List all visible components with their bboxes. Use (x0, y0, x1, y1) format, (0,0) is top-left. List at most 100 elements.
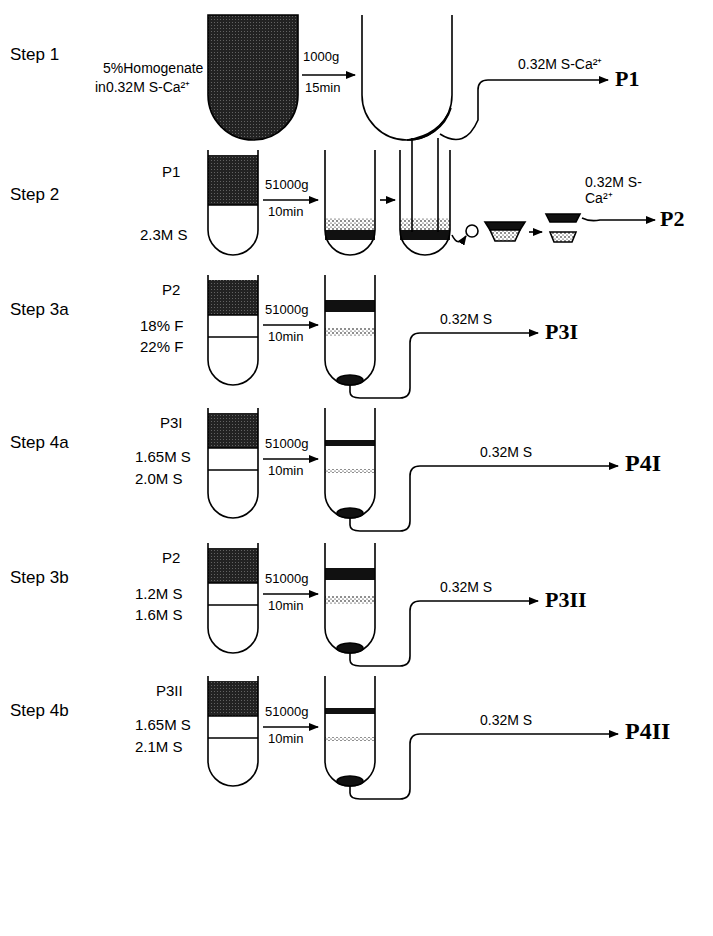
interface (208, 469, 258, 471)
centrifuge-tube (325, 275, 375, 385)
band (325, 469, 375, 473)
band (325, 596, 375, 604)
medium-label: in0.32M S-Ca²⁺ (95, 79, 190, 95)
spin-speed: 51000g (265, 572, 308, 587)
medium-label: 1.2M S (135, 585, 183, 602)
interface (208, 314, 258, 316)
fraction-name: P3I (160, 414, 183, 431)
transfer-line (350, 734, 618, 799)
centrifuge-tube (208, 676, 258, 786)
band (400, 230, 450, 240)
centrifuge-tube (208, 275, 258, 385)
fraction-name: P2 (660, 206, 684, 231)
band-slice (490, 230, 520, 241)
transfer-line (440, 80, 608, 140)
drawing-part (208, 15, 655, 799)
medium-label: 2.0M S (135, 470, 183, 487)
spin-speed: 51000g (265, 303, 308, 318)
medium-label: 2.3M S (140, 226, 188, 243)
medium-label: 1.6M S (135, 606, 183, 623)
centrifuge-arrow (263, 726, 318, 728)
spin-speed: 51000g (265, 178, 308, 193)
centrifuge-tube (208, 408, 258, 518)
spin-speed: 1000g (303, 50, 339, 65)
centrifuge-tube (208, 150, 258, 255)
rotation-symbol (466, 225, 478, 237)
step-label: Step 4a (10, 433, 69, 453)
centrifuge-tube (362, 15, 452, 140)
interface (208, 447, 258, 449)
sample-layer (208, 280, 258, 315)
cutter-blade (411, 138, 413, 232)
spin-time: 10min (268, 205, 303, 220)
centrifuge-tube (325, 543, 375, 653)
band (325, 708, 375, 714)
fraction-name: P3II (545, 587, 587, 612)
spin-time: 10min (268, 732, 303, 747)
centrifuge-tube (325, 676, 375, 786)
fraction-name: P1 (615, 66, 639, 91)
band-slice (550, 232, 576, 242)
band (400, 218, 450, 230)
step-arrow (380, 199, 395, 201)
pellet (407, 108, 451, 140)
spin-time: 15min (305, 81, 340, 96)
transfer-line (350, 601, 538, 666)
fraction-name: P4II (625, 718, 670, 746)
interface (208, 715, 258, 717)
transfer-line (350, 466, 618, 531)
medium-label: 1.65M S (135, 448, 191, 465)
spin-speed: 51000g (265, 705, 308, 720)
centrifuge-arrow (263, 593, 318, 595)
step-label: Step 1 (10, 45, 59, 65)
band (325, 737, 375, 741)
medium-label: 1.65M S (135, 716, 191, 733)
centrifuge-arrow (263, 324, 318, 326)
centrifuge-tube (325, 150, 375, 255)
transfer-line (350, 333, 538, 398)
interface (208, 336, 258, 338)
centrifuge-tube (208, 543, 258, 653)
sample-layer (208, 681, 258, 716)
step-arrow (452, 235, 466, 242)
pellet (337, 375, 363, 385)
band (325, 440, 375, 446)
pellet (337, 776, 363, 786)
fraction-name: P2 (162, 549, 180, 566)
medium-label: 0.32M S (440, 579, 492, 595)
sample-layer (208, 155, 258, 205)
centrifuge-arrow (302, 74, 355, 76)
band (325, 328, 375, 336)
fraction-name: P3I (545, 319, 578, 344)
transfer-line (582, 218, 655, 221)
fraction-name: P4I (625, 450, 661, 478)
step-label: Step 2 (10, 185, 59, 205)
fraction-name: P3II (156, 682, 183, 699)
cutter-blade (437, 138, 439, 232)
band-slice (485, 222, 525, 230)
sample-layer (208, 548, 258, 583)
band-slice (546, 214, 580, 222)
band (325, 218, 375, 230)
band (325, 568, 375, 580)
step-label: Step 3a (10, 300, 69, 320)
fraction-name: P1 (162, 163, 180, 180)
medium-label: 22% F (140, 338, 183, 355)
centrifuge-arrow (263, 199, 318, 201)
interface (208, 604, 258, 606)
centrifuge-tube (325, 408, 375, 518)
medium-label: 2.1M S (135, 738, 183, 755)
spin-speed: 51000g (265, 437, 308, 452)
medium-label: 5%Homogenate (103, 60, 203, 76)
band (325, 300, 375, 312)
fraction-name: P2 (162, 281, 180, 298)
medium-label: 18% F (140, 317, 183, 334)
pellet (337, 643, 363, 653)
step-label: Step 3b (10, 568, 69, 588)
step-arrow (529, 231, 542, 233)
medium-label: 0.32M S-Ca²⁺ (518, 56, 602, 72)
sample-layer (208, 413, 258, 448)
centrifuge-arrow (263, 458, 318, 460)
medium-label: 0.32M S- Ca²⁺ (585, 174, 655, 206)
